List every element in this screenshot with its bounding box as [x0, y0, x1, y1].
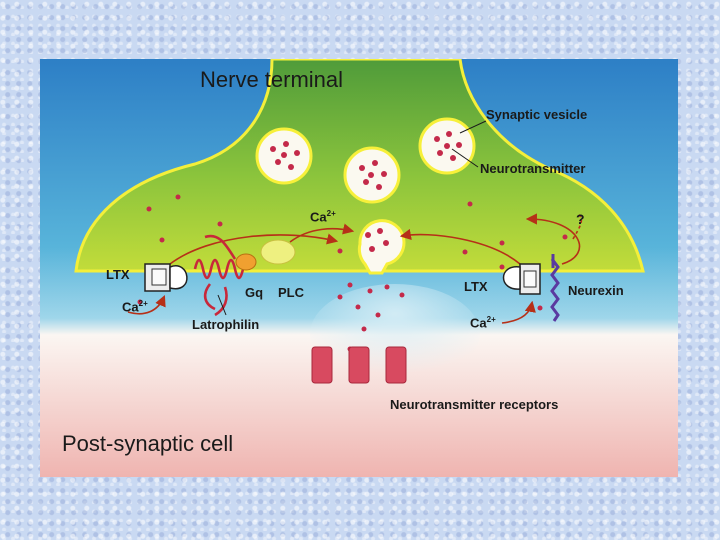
ca-label-left: Ca2+ — [122, 299, 148, 314]
synaptic-vesicle — [420, 119, 474, 173]
ltx-label-right: LTX — [464, 279, 488, 294]
gq-protein — [236, 254, 256, 270]
question-mark-label: ? — [576, 211, 585, 227]
ltx-toxin-left — [145, 264, 187, 291]
neurotransmitter-label: Neurotransmitter — [480, 161, 585, 176]
plc-label: PLC — [278, 285, 304, 300]
synaptic-vesicle — [345, 148, 399, 202]
gq-label: Gq — [245, 285, 263, 300]
synaptic-vesicle-label: Synaptic vesicle — [486, 107, 587, 122]
synaptic-vesicle — [257, 129, 311, 183]
nerve-terminal-title: Nerve terminal — [200, 67, 343, 93]
neurexin-label: Neurexin — [568, 283, 624, 298]
plc-enzyme — [261, 240, 295, 264]
ltx-label-left: LTX — [106, 267, 130, 282]
ca-label-right: Ca2+ — [470, 315, 496, 330]
neurotransmitter-receptors-label: Neurotransmitter receptors — [390, 397, 558, 412]
neurotransmitter-receptor — [349, 347, 369, 383]
neurotransmitter-receptor — [386, 347, 406, 383]
neurotransmitter-receptor — [312, 347, 332, 383]
latrophilin-label: Latrophilin — [192, 317, 259, 332]
ca-label-top: Ca2+ — [310, 209, 336, 224]
synapse-diagram: Nerve terminal Post-synaptic cell Synapt… — [40, 59, 678, 477]
post-synaptic-title: Post-synaptic cell — [62, 431, 233, 457]
